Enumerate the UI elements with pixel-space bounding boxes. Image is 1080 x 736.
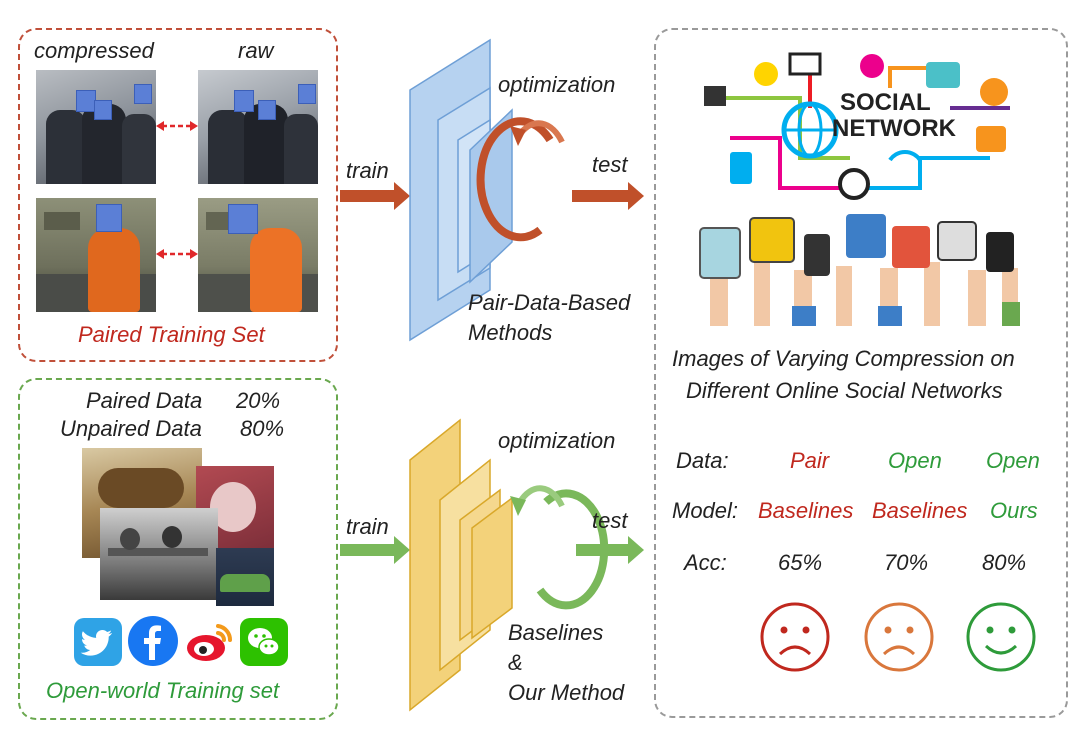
pair-data-network-icon bbox=[409, 38, 513, 342]
bottom-train-arrow-head bbox=[394, 536, 410, 564]
twitter-icon bbox=[74, 618, 122, 666]
phone-icon bbox=[730, 152, 752, 184]
wechat-icon bbox=[240, 618, 288, 666]
bottom-flow-diagram bbox=[340, 418, 644, 712]
bottom-test-arrow-shaft bbox=[576, 544, 628, 556]
col2-acc: 70% bbox=[884, 550, 929, 575]
unpaired-data-label: Unpaired Data bbox=[60, 416, 202, 441]
mail-icon bbox=[788, 52, 822, 76]
compressed-prisoner-photo bbox=[36, 198, 156, 312]
sad-face-icon-orange bbox=[864, 602, 934, 672]
col1-model: Baselines bbox=[758, 498, 854, 523]
monitor-icon bbox=[926, 62, 960, 88]
row-label-acc: Acc: bbox=[684, 550, 727, 575]
row-label-data: Data: bbox=[676, 448, 729, 473]
classroom-photo bbox=[100, 508, 218, 600]
col1-data: Pair bbox=[790, 448, 830, 473]
col3-data: Open bbox=[986, 448, 1040, 473]
bottom-method-label-line3: Our Method bbox=[508, 680, 625, 705]
weibo-icon bbox=[182, 614, 236, 668]
col1-acc: 65% bbox=[778, 550, 823, 575]
raw-police-photo bbox=[198, 70, 318, 184]
sad-face-icon-red bbox=[760, 602, 830, 672]
top-test-label: test bbox=[592, 152, 628, 177]
lock-icon bbox=[704, 86, 726, 106]
bottom-train-arrow-shaft bbox=[340, 544, 394, 556]
open-world-training-set-title: Open-world Training set bbox=[46, 678, 280, 703]
star-icon bbox=[980, 78, 1008, 106]
facebook-icon bbox=[128, 616, 178, 666]
top-optimization-label: optimization bbox=[498, 72, 616, 97]
top-test-arrow-shaft bbox=[572, 190, 628, 202]
bottom-test-arrow-head bbox=[628, 536, 644, 564]
bottom-method-label-line1: Baselines bbox=[508, 620, 604, 645]
hands-with-devices-illustration bbox=[699, 214, 1020, 326]
row-label-model: Model: bbox=[672, 498, 739, 523]
social-title-line1: SOCIAL bbox=[840, 89, 931, 116]
open-world-training-set-panel bbox=[18, 378, 338, 720]
top-flow-diagram bbox=[340, 38, 644, 342]
raw-label: raw bbox=[238, 38, 274, 63]
compressed-label: compressed bbox=[34, 38, 154, 63]
top-optimization-cycle-icon bbox=[476, 117, 565, 242]
happy-face-icon-green bbox=[966, 602, 1036, 672]
top-method-label-line1: Pair-Data-Based bbox=[468, 290, 631, 315]
bottom-test-label: test bbox=[592, 508, 628, 533]
car-photo bbox=[216, 548, 274, 606]
wifi-icon bbox=[888, 150, 922, 162]
pair-arrow-bottom bbox=[156, 249, 198, 259]
paired-data-value: 20% bbox=[236, 388, 281, 413]
compressed-police-photo bbox=[36, 70, 156, 184]
top-test-arrow-head bbox=[628, 182, 644, 210]
our-method-network-icon bbox=[409, 418, 513, 712]
paired-training-set-title: Paired Training Set bbox=[78, 322, 265, 347]
top-method-label-line2: Methods bbox=[468, 320, 553, 345]
results-caption-line2: Different Online Social Networks bbox=[686, 378, 1003, 403]
top-train-arrow-head bbox=[394, 182, 410, 210]
col2-data: Open bbox=[888, 448, 942, 473]
col3-acc: 80% bbox=[982, 550, 1027, 575]
raw-prisoner-photo bbox=[198, 198, 318, 312]
lightbulb-icon bbox=[754, 62, 778, 86]
col2-model: Baselines bbox=[872, 498, 968, 523]
bottom-optimization-label: optimization bbox=[498, 428, 616, 453]
top-train-label: train bbox=[346, 158, 389, 183]
robot-icon bbox=[976, 126, 1006, 152]
social-network-illustration: SOCIAL NETWORK bbox=[704, 52, 1010, 200]
col3-model: Ours bbox=[990, 498, 1038, 523]
results-panel bbox=[654, 28, 1068, 718]
results-caption-line1: Images of Varying Compression on bbox=[672, 346, 1015, 371]
paired-training-set-panel bbox=[18, 28, 338, 362]
bottom-method-label-line2: & bbox=[508, 650, 523, 675]
pair-arrow-top bbox=[156, 121, 198, 131]
bottom-train-label: train bbox=[346, 514, 389, 539]
chat-icon bbox=[860, 54, 884, 78]
top-train-arrow-shaft bbox=[340, 190, 394, 202]
unpaired-data-value: 80% bbox=[240, 416, 285, 441]
social-title-line2: NETWORK bbox=[832, 115, 957, 142]
power-icon bbox=[838, 168, 870, 200]
paired-data-label: Paired Data bbox=[86, 388, 203, 413]
